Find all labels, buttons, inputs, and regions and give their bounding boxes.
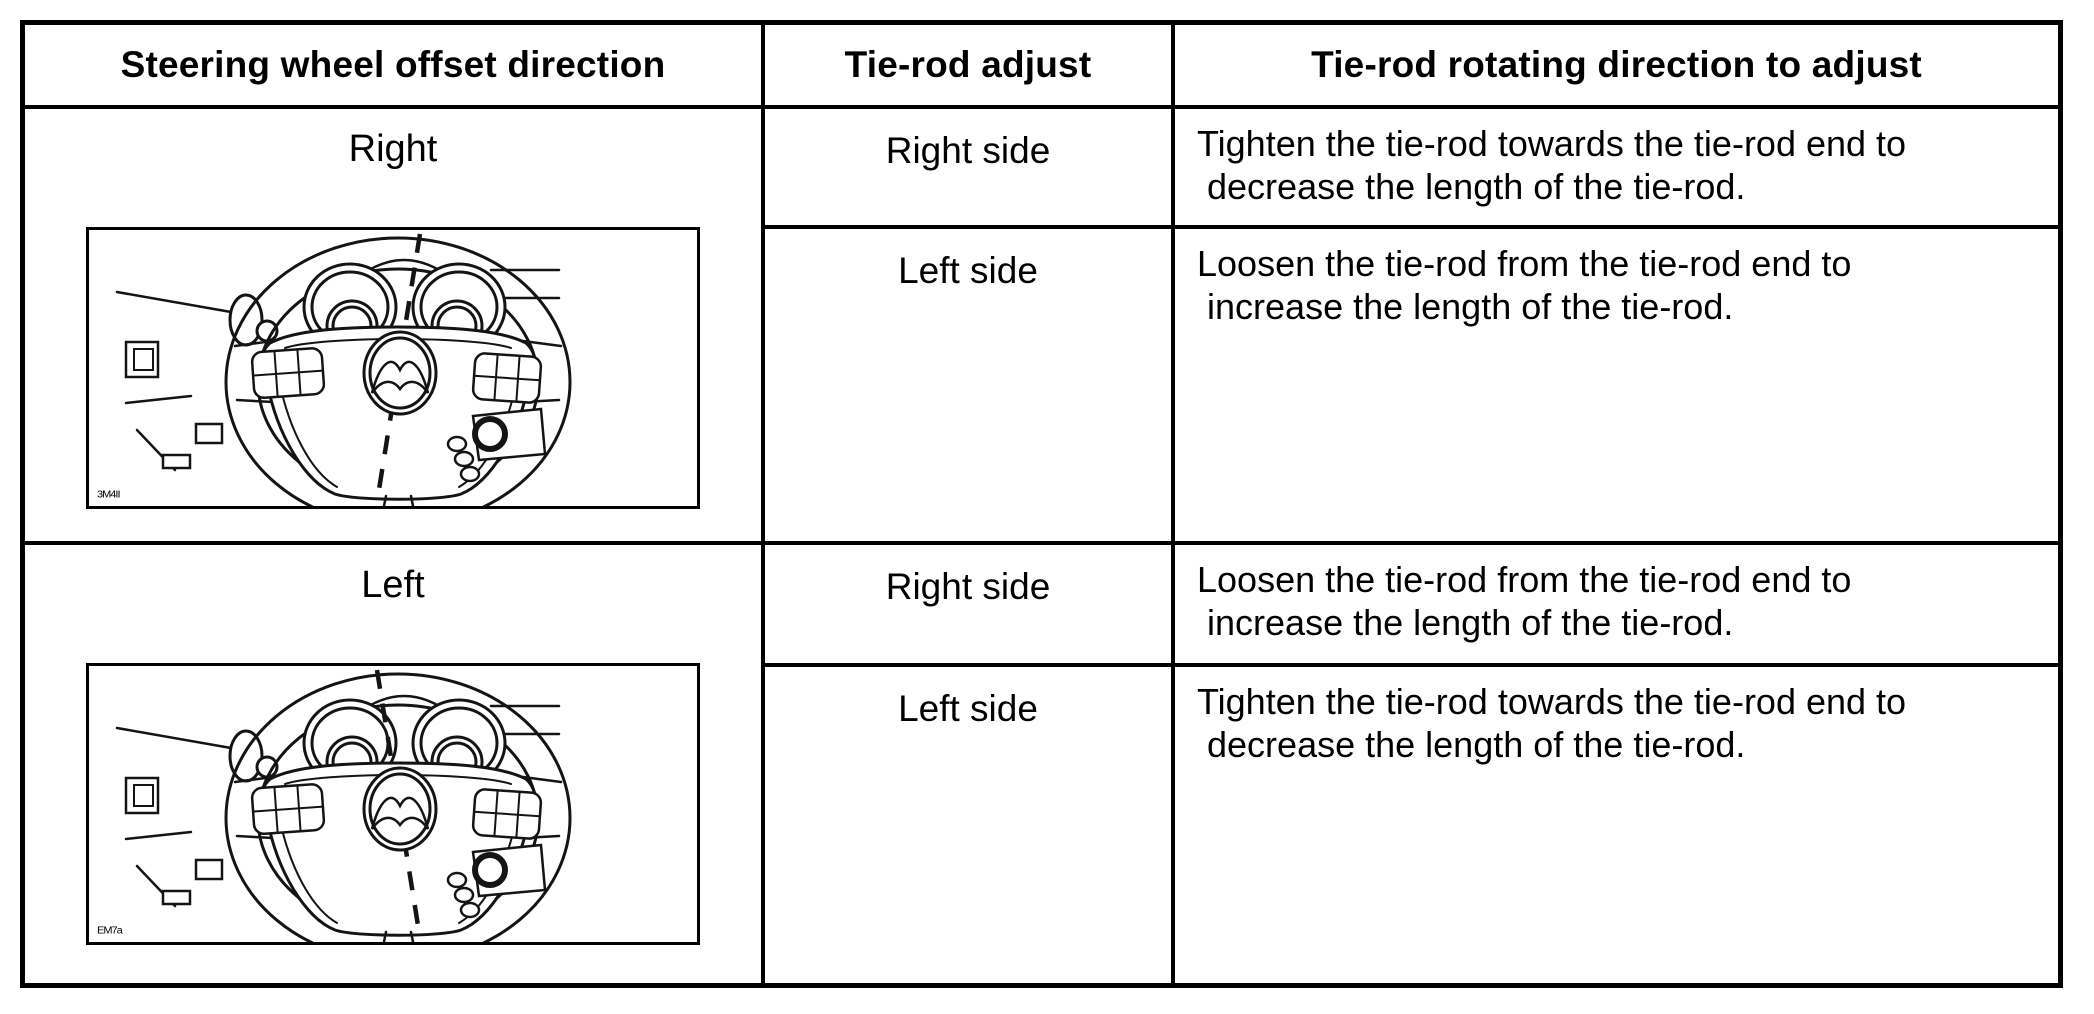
steering-wheel-figure-right: 3M4II (86, 227, 700, 509)
direction-label: Right (348, 128, 438, 170)
offset-centerline-right (374, 233, 423, 503)
column-header-steering-offset: Steering wheel offset direction (25, 25, 765, 109)
instruction-line-1: Loosen the tie-rod from the tie-rod end … (1197, 243, 1852, 284)
direction-cell-left: Left EM7a (25, 545, 765, 983)
direction-label: Left (361, 564, 425, 606)
instruction-line-1: Tighten the tie-rod towards the tie-rod … (1197, 681, 1907, 722)
instruction-cell: Tighten the tie-rod towards the tie-rod … (1175, 109, 2058, 229)
instruction-cell: Tighten the tie-rod towards the tie-rod … (1175, 667, 2058, 983)
column-header-rotating-direction: Tie-rod rotating direction to adjust (1175, 25, 2058, 109)
tie-rod-side-cell: Left side (765, 667, 1175, 983)
tie-rod-adjustment-table: Steering wheel offset direction Tie-rod … (20, 20, 2063, 988)
mazda-logo-icon (362, 330, 438, 416)
offset-centerline-left (374, 669, 423, 939)
instruction-line-1: Loosen the tie-rod from the tie-rod end … (1197, 559, 1852, 600)
instruction-line-2: increase the length of the tie-rod. (1197, 602, 1734, 643)
figure-code: EM7a (97, 925, 123, 937)
instruction-line-2: decrease the length of the tie-rod. (1197, 724, 1746, 765)
steering-wheel-figure-left: EM7a (86, 663, 700, 945)
tie-rod-side-cell: Right side (765, 109, 1175, 229)
tie-rod-side-cell: Left side (765, 229, 1175, 545)
steering-wheel-illustration (89, 669, 697, 942)
instruction-line-2: decrease the length of the tie-rod. (1197, 166, 1746, 207)
instruction-line-1: Tighten the tie-rod towards the tie-rod … (1197, 123, 1907, 164)
figure-code: 3M4II (97, 489, 120, 501)
column-header-tie-rod-adjust: Tie-rod adjust (765, 25, 1175, 109)
instruction-line-2: increase the length of the tie-rod. (1197, 286, 1734, 327)
mazda-logo-icon (362, 766, 438, 852)
direction-cell-right: Right 3M4II (25, 109, 765, 545)
steering-wheel-illustration (89, 233, 697, 506)
instruction-cell: Loosen the tie-rod from the tie-rod end … (1175, 545, 2058, 667)
instruction-cell: Loosen the tie-rod from the tie-rod end … (1175, 229, 2058, 545)
tie-rod-side-cell: Right side (765, 545, 1175, 667)
